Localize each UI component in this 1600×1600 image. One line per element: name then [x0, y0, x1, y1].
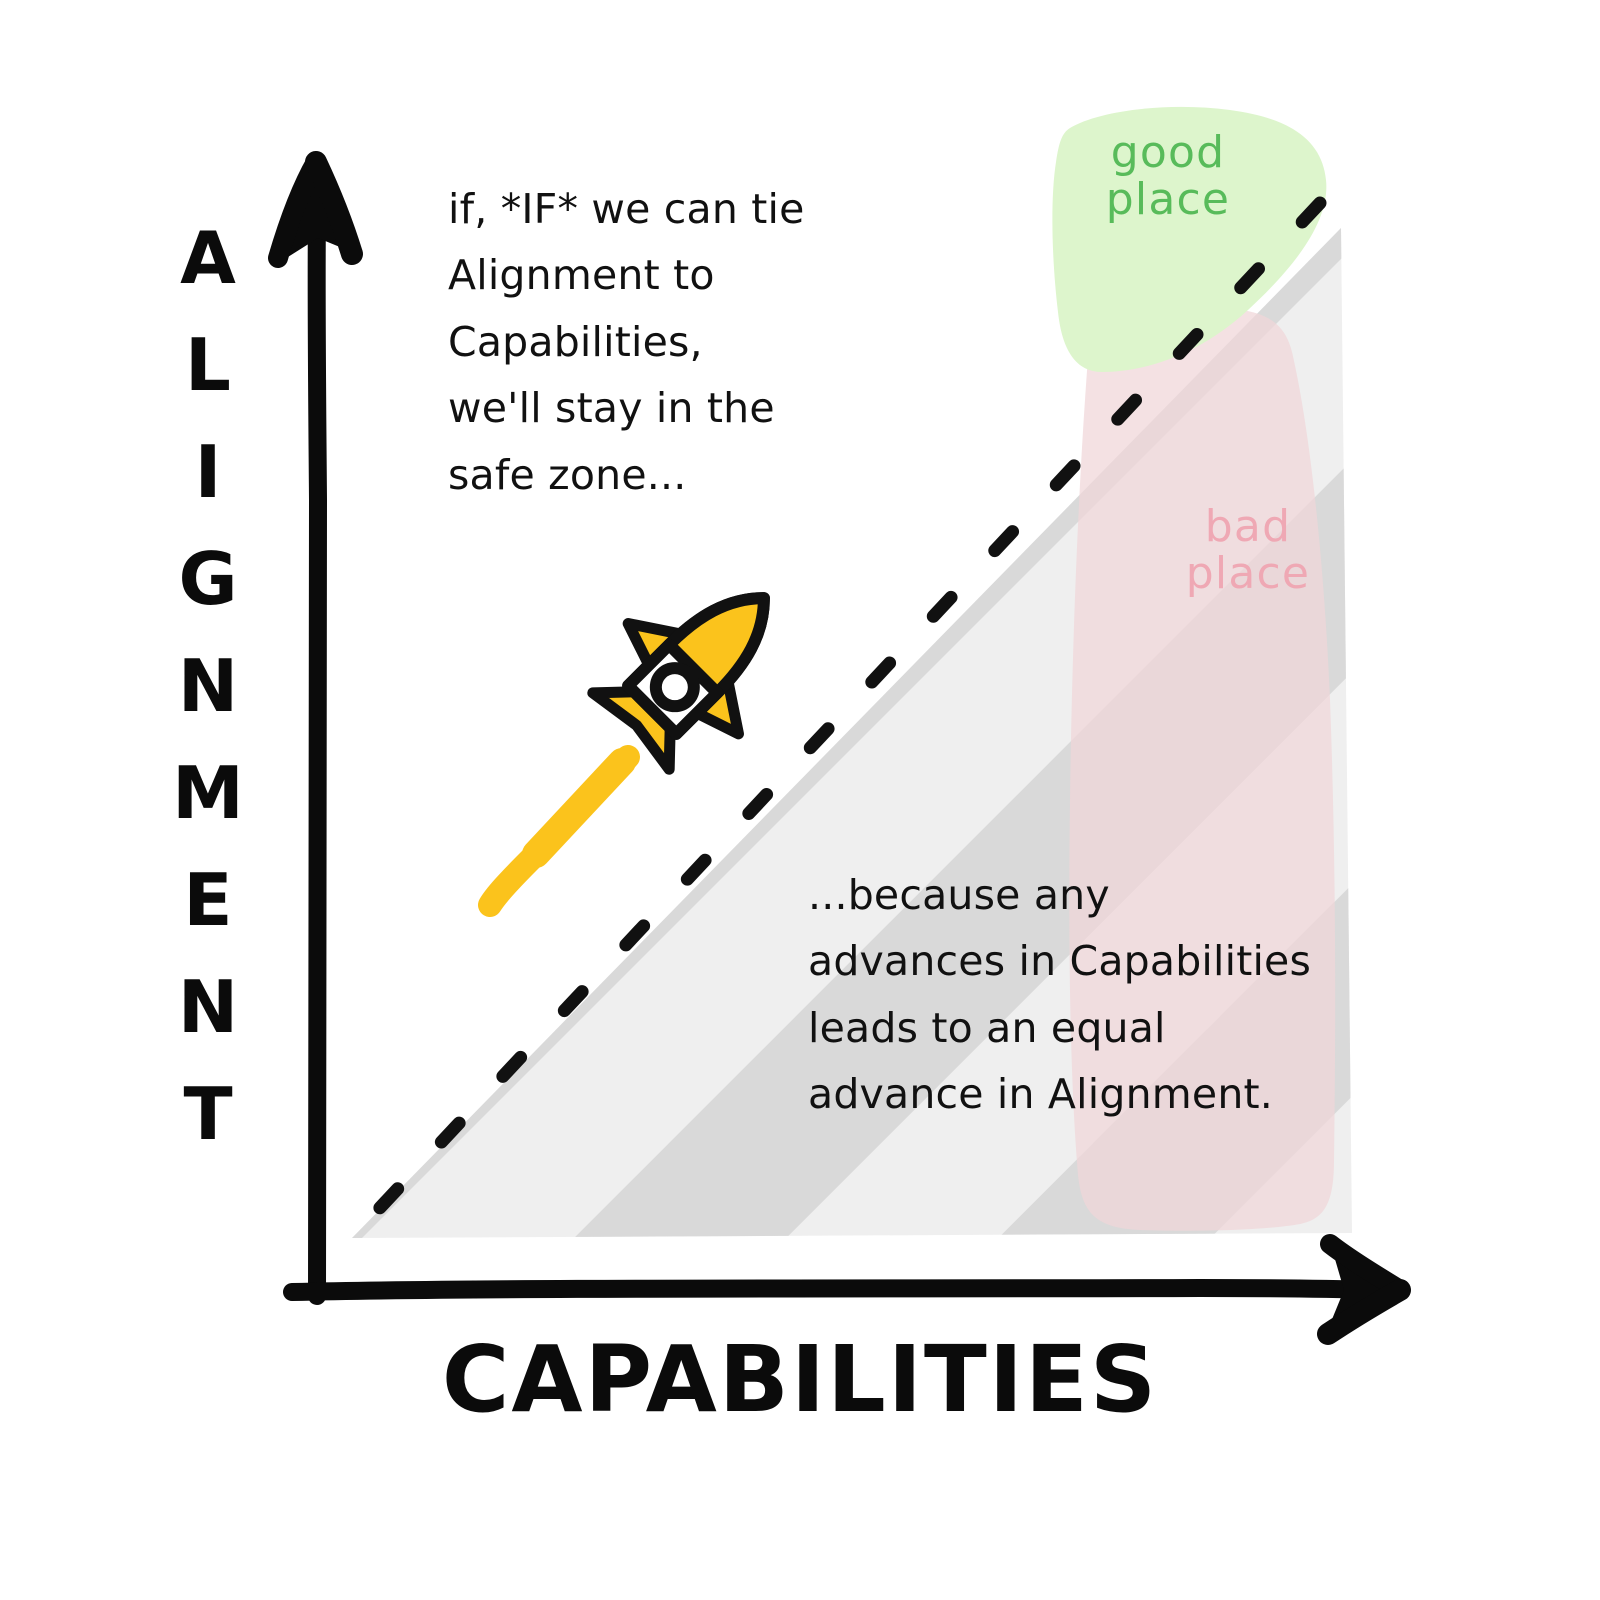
y-axis-line: [307, 205, 328, 1305]
x-axis-label: CAPABILITIES: [441, 1326, 1159, 1433]
good-place-label-line2: place: [1105, 173, 1231, 225]
good-place-label-line1: good: [1110, 127, 1226, 178]
bad-place-label-line2: place: [1185, 547, 1311, 599]
y-axis-label: A L I G N M E N T: [156, 205, 260, 1168]
rocket-icon: [587, 592, 770, 775]
good-place-blob: [1052, 106, 1327, 373]
rocket-window-icon: [649, 662, 700, 713]
annotation-top: if, *IF* we can tie Alignment to Capabil…: [448, 185, 805, 499]
y-axis-letter: I: [194, 430, 222, 514]
up-arrow-icon: [280, 160, 352, 262]
y-axis-letter: N: [177, 965, 239, 1049]
annotation-bottom: ...because any advances in Capabilities …: [808, 871, 1312, 1119]
y-axis-letter: A: [180, 216, 236, 300]
y-axis-letter: G: [178, 537, 238, 621]
y-axis-letter: L: [185, 323, 231, 407]
y-axis-letter: T: [183, 1072, 233, 1156]
y-axis-letter: M: [172, 751, 244, 835]
y-axis-letter: N: [177, 644, 239, 728]
parity-dashed-line: [339, 196, 1327, 1251]
y-axis-letter: E: [183, 858, 233, 942]
bad-place-label-line1: bad: [1204, 501, 1292, 552]
x-axis-line: [283, 1278, 1385, 1301]
bad-place-blob: [1069, 308, 1336, 1231]
